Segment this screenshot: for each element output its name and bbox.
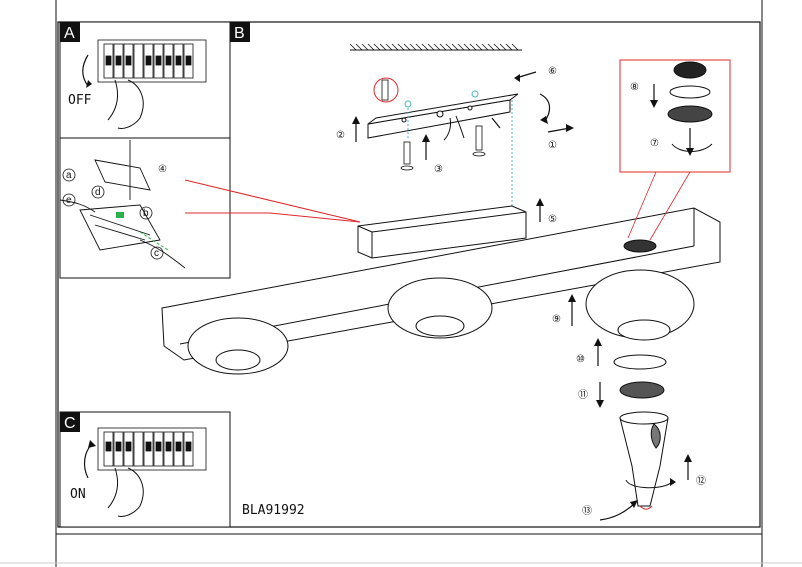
- wire-label-a: a: [66, 170, 72, 181]
- panel-a-tag-box: [60, 22, 80, 42]
- step-9-label: ⑨: [552, 314, 561, 325]
- panel-b-tag-box: [230, 22, 250, 42]
- spotlight-right: [585, 239, 695, 341]
- ceiling: [349, 43, 522, 51]
- step-7-label: ⑦: [650, 138, 659, 149]
- panel-a: A OFF: [59, 21, 231, 139]
- screw-left: [400, 141, 414, 171]
- fixture-canopy: [357, 205, 527, 259]
- ground-terminal: [116, 212, 124, 218]
- step-8-label: ⑧: [630, 82, 639, 93]
- ground-wire: [139, 231, 169, 251]
- step-11-label: ⑪: [578, 389, 588, 401]
- wire-label-d: d: [95, 187, 101, 198]
- panel-c-tag-box: [60, 412, 80, 432]
- step-1-label: ①: [548, 140, 557, 151]
- breaker-strip-c: [97, 427, 207, 471]
- spotlight-left: [187, 317, 289, 375]
- leader-bottom: [185, 212, 361, 223]
- hand-c: [107, 467, 144, 517]
- mounting-bracket: [367, 93, 519, 141]
- breaker-strip-a: [97, 39, 207, 83]
- step-6-label: ⑥: [548, 66, 557, 77]
- screw-right: [472, 125, 486, 157]
- step-2-label: ②: [336, 130, 345, 141]
- panel-a-state: OFF: [68, 93, 92, 108]
- step-4-label: ④: [158, 164, 167, 175]
- wire-label-e: e: [66, 195, 72, 206]
- panel-b: B a b c d e ④: [59, 22, 250, 279]
- detail-socket: [667, 61, 713, 123]
- terminal-block: [59, 140, 186, 269]
- panel-b-tag: B: [234, 25, 245, 42]
- panel-a-tag: A: [64, 25, 75, 42]
- hand-a: [107, 79, 144, 129]
- leader-top: [184, 179, 361, 223]
- threaded-ring: [619, 381, 665, 399]
- wire-label-b: b: [143, 208, 149, 219]
- step-13-label: ⑬: [582, 505, 592, 517]
- wall-plug-detail: [373, 77, 399, 103]
- panel-c-state: ON: [70, 487, 86, 502]
- main-frame: [57, 21, 761, 528]
- detail-leader-left: [627, 171, 657, 239]
- switch-off-arrow: [82, 54, 89, 87]
- step-10-label: ⑩: [576, 354, 585, 365]
- panel-c: C ON: [59, 411, 231, 528]
- bulb: [619, 411, 669, 507]
- step-12-label: ⑫: [696, 475, 706, 487]
- wire-label-c: c: [154, 248, 159, 259]
- detail-leader-right: [649, 171, 691, 241]
- spotlight-center: [387, 277, 493, 339]
- reflector-ring: [613, 354, 667, 370]
- step-5-label: ⑤: [548, 214, 557, 225]
- step-3-label: ③: [434, 164, 443, 175]
- panel-c-tag: C: [64, 415, 76, 432]
- model-code: BLA91992: [242, 503, 305, 518]
